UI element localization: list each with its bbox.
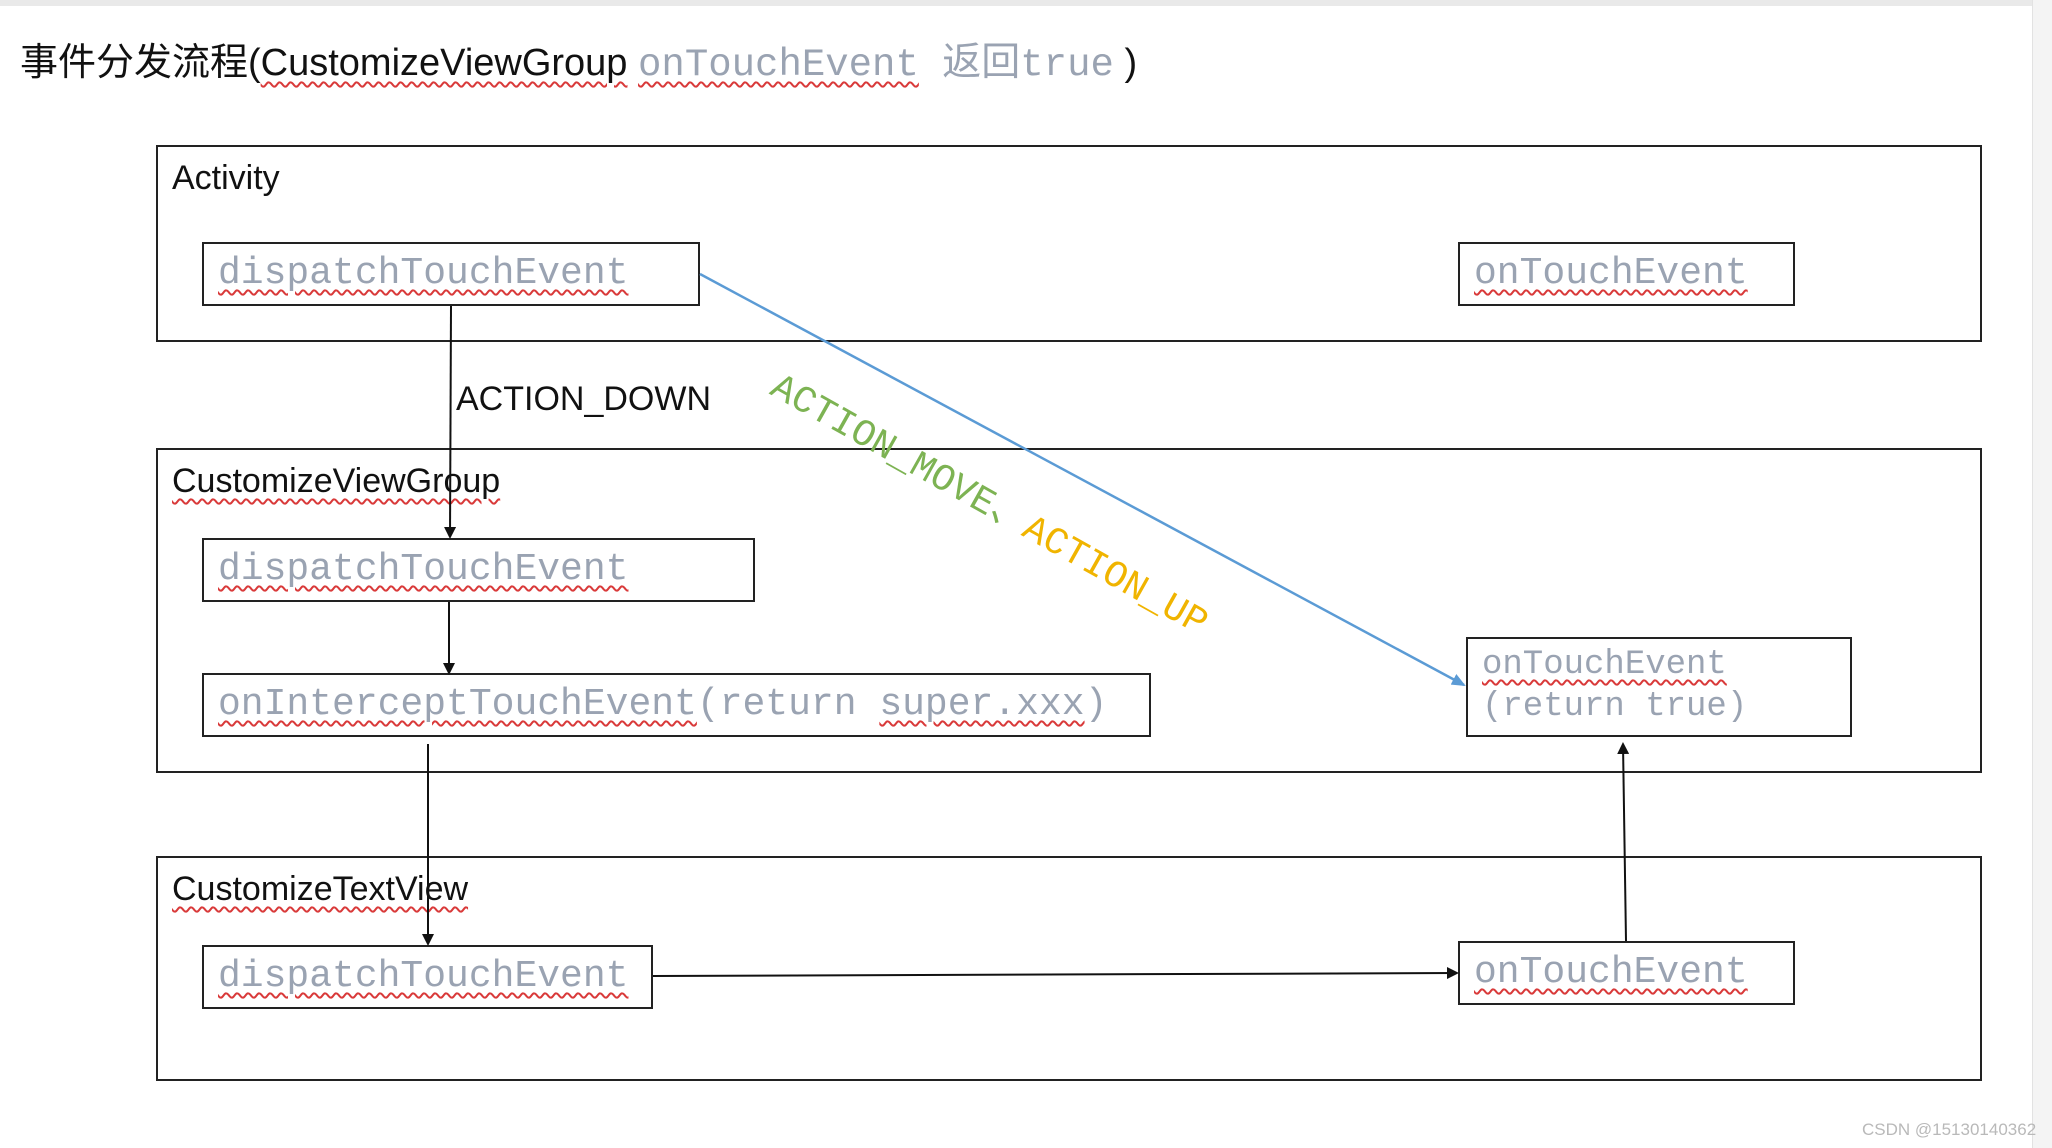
textview-touch-text: onTouchEvent <box>1474 951 1748 994</box>
activity-label: Activity <box>172 159 280 197</box>
activity-dispatch-box: dispatchTouchEvent <box>202 242 700 306</box>
viewgroup-label: CustomizeViewGroup <box>172 462 501 500</box>
title-method: onTouchEvent <box>638 43 919 87</box>
activity-layer: Activity <box>156 145 1982 342</box>
action-down-label: ACTION_DOWN <box>456 380 711 418</box>
textview-touch-box: onTouchEvent <box>1458 941 1795 1005</box>
intercept-args: (return <box>696 683 880 726</box>
title-return-note: 返回true <box>918 43 1114 87</box>
title-group-name: CustomizeViewGroup <box>260 42 628 84</box>
scrollbar[interactable] <box>2032 0 2052 1148</box>
title-suffix: ) <box>1113 42 1138 84</box>
viewgroup-touch-line2: (return true) <box>1482 688 1748 726</box>
viewgroup-dispatch-text: dispatchTouchEvent <box>218 548 629 591</box>
textview-dispatch-box: dispatchTouchEvent <box>202 945 653 1009</box>
viewgroup-touch-box: onTouchEvent (return true) <box>1466 637 1852 737</box>
arrow-textview-touch-to-viewgroup-touch <box>1617 742 1630 942</box>
activity-dispatch-text: dispatchTouchEvent <box>218 252 629 295</box>
viewgroup-dispatch-box: dispatchTouchEvent <box>202 538 755 602</box>
arrow-textview-dispatch-to-touch <box>652 967 1459 980</box>
textview-label: CustomizeTextView <box>172 870 469 908</box>
viewgroup-intercept-box: onInterceptTouchEvent(return super.xxx) <box>202 673 1151 737</box>
viewgroup-layer: CustomizeViewGroup <box>156 448 1982 773</box>
activity-touch-box: onTouchEvent <box>1458 242 1795 306</box>
top-border <box>0 0 2052 6</box>
arrow-move-up-to-viewgroup-touch <box>699 272 1466 687</box>
textview-layer: CustomizeTextView <box>156 856 1982 1081</box>
intercept-close: ) <box>1084 683 1108 726</box>
watermark: CSDN @15130140362 <box>1862 1120 2037 1139</box>
intercept-method: onInterceptTouchEvent <box>218 683 697 726</box>
intercept-super: super.xxx <box>879 683 1085 726</box>
viewgroup-intercept-text: onInterceptTouchEvent(return super.xxx) <box>218 683 1107 727</box>
activity-touch-text: onTouchEvent <box>1474 252 1748 295</box>
arrow-activity-to-viewgroup <box>444 305 457 539</box>
diagram-title: 事件分发流程(CustomizeViewGroup onTouchEvent 返… <box>20 36 1137 92</box>
title-prefix: 事件分发流程( <box>20 42 261 84</box>
viewgroup-touch-line1: onTouchEvent <box>1482 646 1727 684</box>
textview-dispatch-text: dispatchTouchEvent <box>218 955 629 998</box>
